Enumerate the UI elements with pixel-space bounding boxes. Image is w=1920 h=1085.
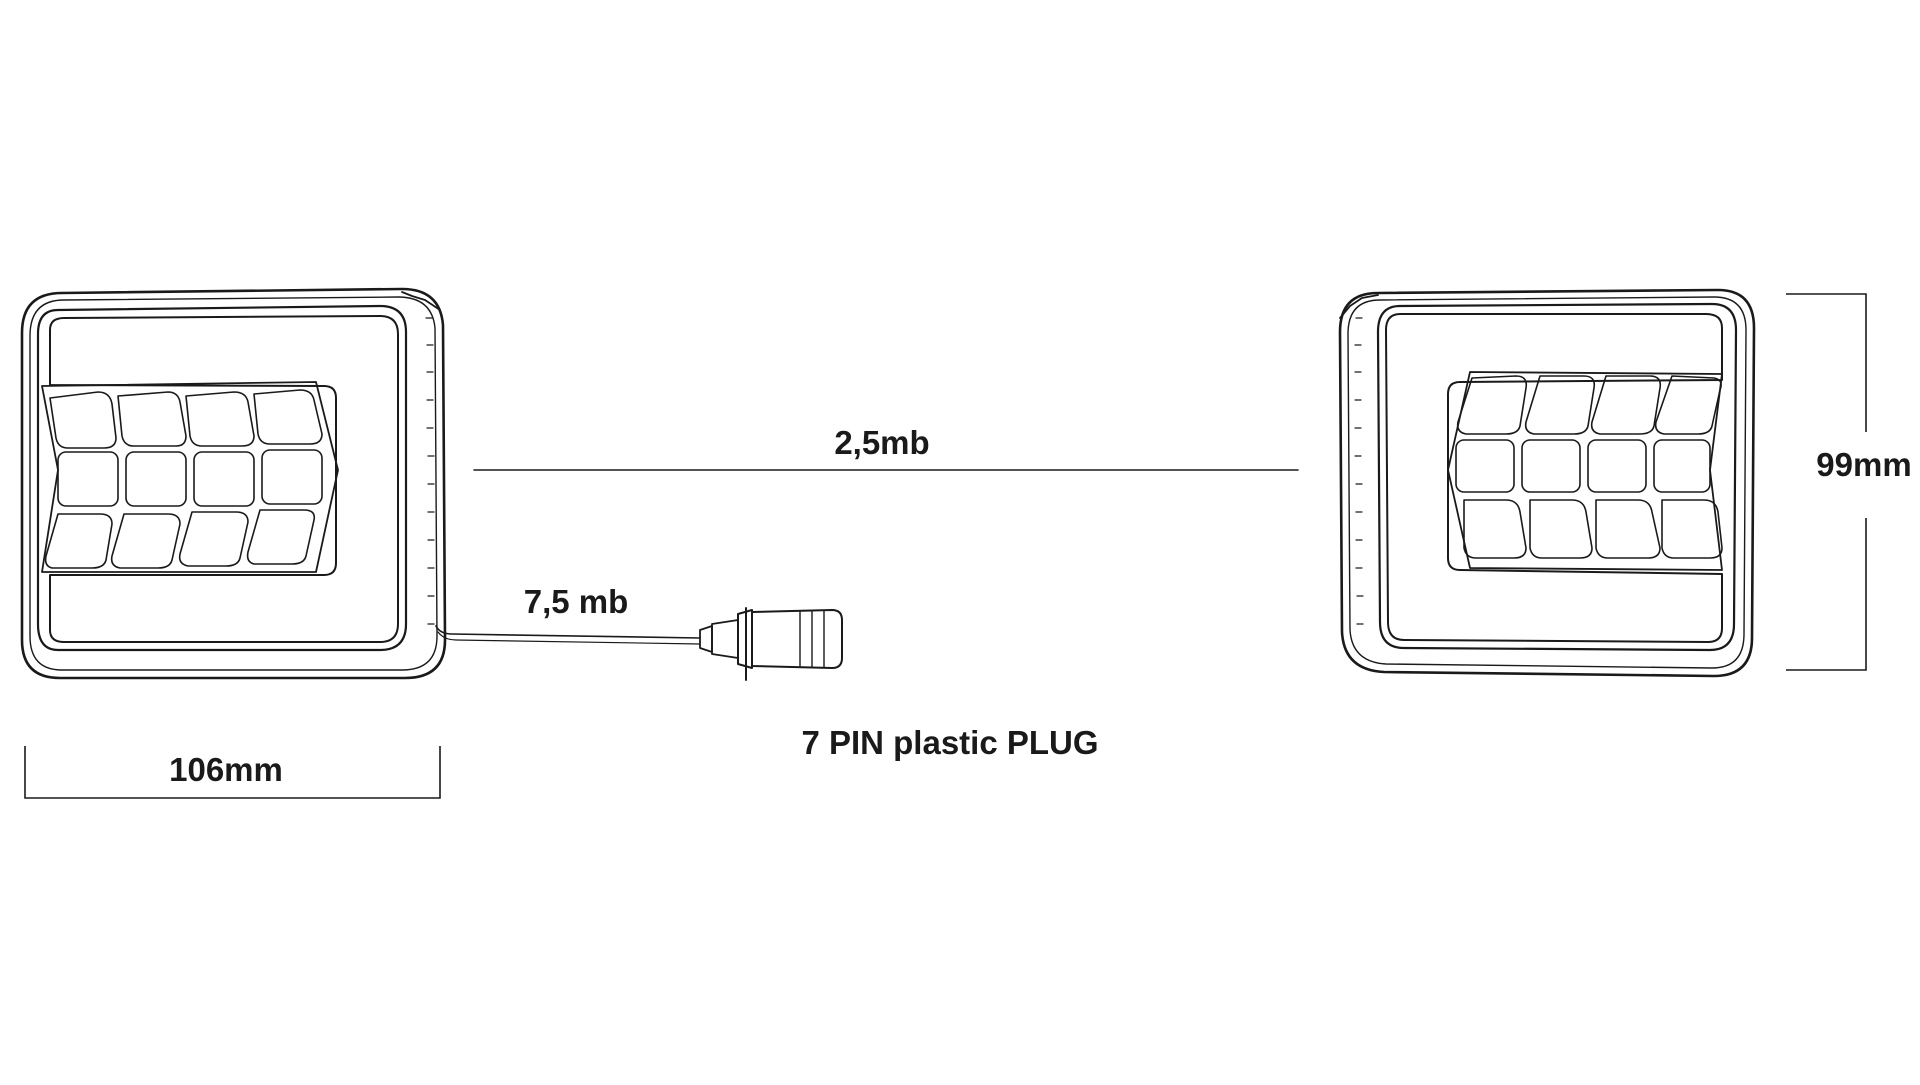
dimension-lines [24, 293, 1867, 799]
led-cell [1455, 439, 1515, 493]
led-cell [1653, 439, 1711, 493]
led-cell [125, 451, 187, 507]
led-cell [1456, 375, 1528, 435]
led-cell [110, 513, 181, 569]
led-cell [1654, 375, 1722, 435]
height-label: 99mm [1816, 446, 1911, 483]
left-lamp-led-bank [41, 381, 339, 573]
led-cell [193, 451, 255, 507]
led-cell [49, 391, 117, 449]
cable-between-lamps-label: 2,5mb [834, 424, 929, 461]
left-lamp-flange-ribs [425, 317, 435, 625]
plug-strain-relief [699, 625, 713, 653]
height-label-backdrop [1800, 432, 1920, 518]
left-lamp-housing-inner [29, 296, 438, 671]
led-cell [261, 449, 323, 505]
cable-to-plug [435, 625, 701, 639]
left-lamp [20, 287, 447, 680]
cable-to-plug-shadow [437, 631, 701, 645]
left-lamp-led-row-bottom [44, 509, 316, 569]
width-dimension-bracket [24, 746, 441, 799]
plug-neck [711, 619, 739, 659]
led-cell [178, 511, 249, 567]
left-lamp-light-guide [49, 315, 399, 643]
left-lamp-side-flange [401, 291, 441, 311]
led-cell [57, 451, 119, 507]
plug-label: 7 PIN plastic PLUG [801, 724, 1098, 761]
led-cell [44, 513, 113, 569]
led-cell [1524, 375, 1596, 435]
plug-collar [737, 609, 753, 669]
left-lamp-led-row-middle [57, 449, 323, 507]
right-lamp-lens-frame [1376, 302, 1738, 652]
led-cell [1595, 499, 1661, 559]
right-lamp-housing-inner [1347, 296, 1747, 669]
led-cell [1529, 499, 1593, 559]
left-lamp-lens-frame [36, 304, 408, 652]
cable-to-plug-label: 7,5 mb [524, 583, 629, 620]
width-label: 106mm [169, 751, 283, 788]
right-lamp-led-bank [1447, 371, 1723, 571]
led-cell [246, 509, 316, 565]
left-lamp-led-row-top [49, 389, 323, 449]
left-lamp-housing [20, 287, 447, 680]
led-cell [1590, 375, 1662, 435]
plug-icon [699, 607, 843, 681]
plug-body [751, 609, 843, 669]
right-lamp-led-row-bottom [1463, 499, 1723, 559]
led-cell [253, 389, 323, 445]
led-cell [1661, 499, 1723, 559]
led-cell [1463, 499, 1527, 559]
right-lamp-side-flange [1339, 294, 1379, 319]
led-cell [1521, 439, 1581, 493]
led-cell [117, 391, 187, 447]
led-cell [185, 391, 255, 447]
led-cell [1587, 439, 1647, 493]
cables [435, 469, 1299, 645]
right-lamp-led-row-middle [1455, 439, 1711, 493]
right-lamp-light-guide [1385, 313, 1723, 643]
right-lamp [1338, 288, 1756, 678]
right-lamp-led-row-top [1456, 375, 1722, 435]
right-lamp-flange-ribs [1354, 317, 1364, 625]
right-lamp-housing [1338, 288, 1756, 678]
